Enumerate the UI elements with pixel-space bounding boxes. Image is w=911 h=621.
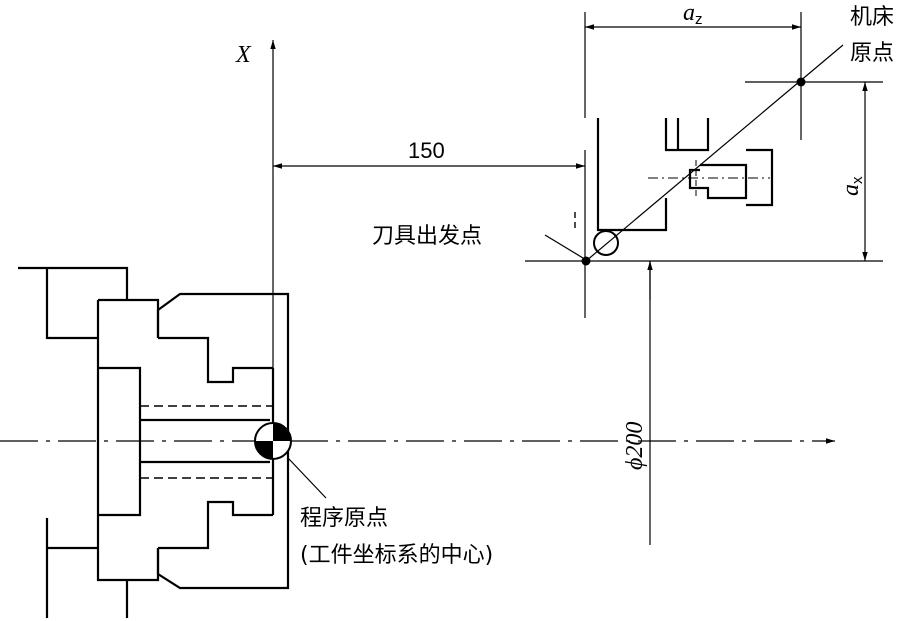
tool-dashed-lines [574,160,770,232]
dimension-150 [273,150,586,318]
tool-start-leader [544,234,584,259]
machine-origin-label-line1: 机床 [850,5,894,30]
program-origin-leader [287,457,327,499]
tool-start-point-label: 刀具出发点 [372,224,482,249]
dimension-150-label: 150 [408,138,445,163]
origin-diagonal [585,44,844,262]
tool-start-point-dot [581,256,591,266]
bore-hidden-lines [140,405,273,479]
x-axis-label: X [235,42,252,68]
dimension-phi200-label: ϕ200 [622,422,648,470]
dimension-ax-label: ax [838,176,866,196]
dimension-az [584,12,802,140]
chuck [18,266,290,618]
program-origin-label: 程序原点 [300,506,388,531]
tool-turret [596,118,774,232]
program-origin-symbol [254,422,292,460]
workpiece-coord-label: (工件坐标系的中心) [300,543,493,568]
machine-origin-label-line2: 原点 [850,41,894,66]
dimension-az-label: az [683,0,703,28]
